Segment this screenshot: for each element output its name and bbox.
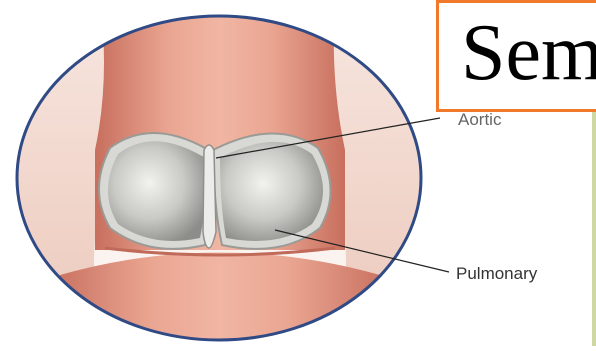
aortic-label: Aortic bbox=[458, 110, 501, 130]
left-cusp bbox=[108, 141, 206, 241]
vessel-lower-lumen bbox=[50, 253, 390, 347]
title-box: Sem bbox=[436, 0, 596, 112]
pulmonary-label: Pulmonary bbox=[456, 264, 537, 284]
right-cusp bbox=[220, 142, 323, 241]
slide-title: Sem bbox=[461, 13, 596, 93]
central-commissure bbox=[203, 145, 216, 248]
slide-edge-strip bbox=[592, 112, 596, 346]
